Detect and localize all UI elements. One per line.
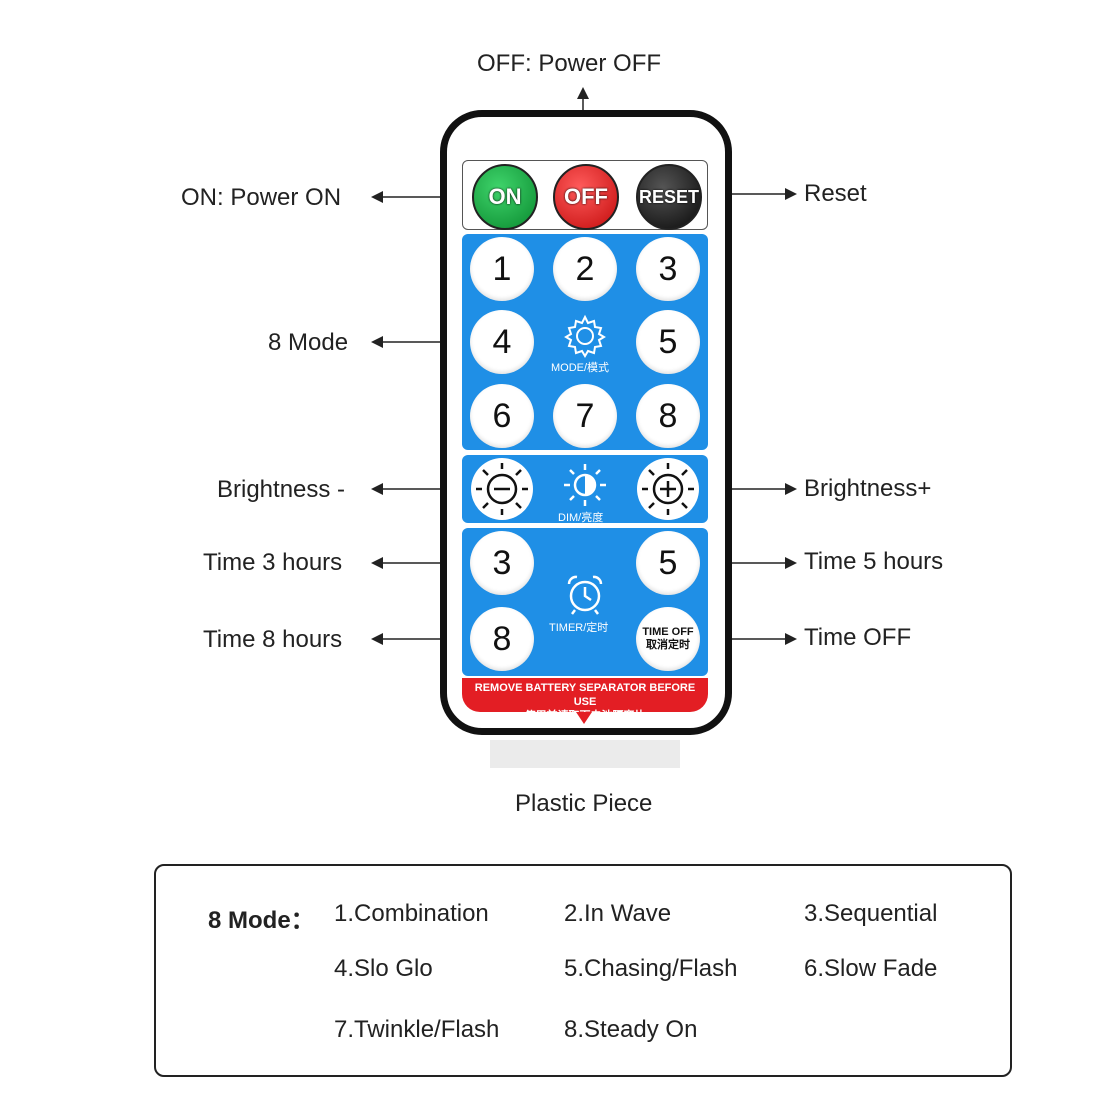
timer-button-3[interactable]: 3 <box>470 531 534 595</box>
sun-plus-icon[interactable] <box>636 457 700 521</box>
label-on-power: ON: Power ON <box>181 184 342 211</box>
mode-button-3[interactable]: 3 <box>636 237 700 301</box>
mode-item-6: 6.Slow Fade <box>804 955 938 982</box>
label-time-8: Time 8 hours <box>203 626 343 653</box>
mode-item-1: 1.Combination <box>334 900 489 927</box>
label-time-5: Time 5 hours <box>804 548 944 575</box>
mode-button-6[interactable]: 6 <box>470 384 534 448</box>
time-off-button[interactable]: TIME OFF 取消定时 <box>636 607 700 671</box>
mode-button-1[interactable]: 1 <box>470 237 534 301</box>
mode-item-8: 8.Steady On <box>564 1016 698 1043</box>
mode-button-7[interactable]: 7 <box>553 384 617 448</box>
label-time-3: Time 3 hours <box>203 549 343 576</box>
label-brightness-plus: Brightness+ <box>804 475 932 502</box>
reset-button[interactable]: RESET <box>636 164 702 230</box>
label-time-off: Time OFF <box>804 624 912 651</box>
warning-en: REMOVE BATTERY SEPARATOR BEFORE USE <box>474 682 696 708</box>
mode-button-8[interactable]: 8 <box>636 384 700 448</box>
mode-item-7: 7.Twinkle/Flash <box>334 1016 500 1043</box>
time-off-en: TIME OFF <box>642 625 694 638</box>
off-button[interactable]: OFF <box>553 164 619 230</box>
label-plastic-piece: Plastic Piece <box>515 790 653 817</box>
timer-button-8[interactable]: 8 <box>470 607 534 671</box>
half-sun-icon <box>564 464 606 506</box>
mode-item-2: 2.In Wave <box>564 900 672 927</box>
modes-heading: 8 Mode： <box>208 907 315 934</box>
plastic-piece[interactable] <box>490 740 680 768</box>
modes-legend: 8 Mode： 1.Combination 2.In Wave 3.Sequen… <box>154 864 1012 1077</box>
battery-warning: REMOVE BATTERY SEPARATOR BEFORE USE 使用前请… <box>462 678 708 722</box>
sun-minus-icon[interactable] <box>470 457 534 521</box>
label-reset: Reset <box>804 180 867 207</box>
alarm-clock-icon <box>567 575 603 615</box>
on-button[interactable]: ON <box>472 164 538 230</box>
mode-item-3: 3.Sequential <box>804 900 938 927</box>
label-off-power: OFF: Power OFF <box>477 50 662 77</box>
mode-item-5: 5.Chasing/Flash <box>564 955 738 982</box>
timer-button-5[interactable]: 5 <box>636 531 700 595</box>
gear-icon <box>564 314 606 358</box>
mode-button-4[interactable]: 4 <box>470 310 534 374</box>
label-8-mode: 8 Mode <box>268 329 349 356</box>
mode-button-5[interactable]: 5 <box>636 310 700 374</box>
dim-caption: DIM/亮度 <box>558 512 604 524</box>
timer-caption: TIMER/定时 <box>549 622 609 634</box>
pull-tab-arrow-icon <box>576 712 592 724</box>
label-brightness-minus: Brightness - <box>217 476 346 503</box>
mode-item-4: 4.Slo Glo <box>334 955 433 982</box>
time-off-cn: 取消定时 <box>646 639 690 651</box>
mode-button-2[interactable]: 2 <box>553 237 617 301</box>
mode-caption: MODE/模式 <box>551 362 610 374</box>
